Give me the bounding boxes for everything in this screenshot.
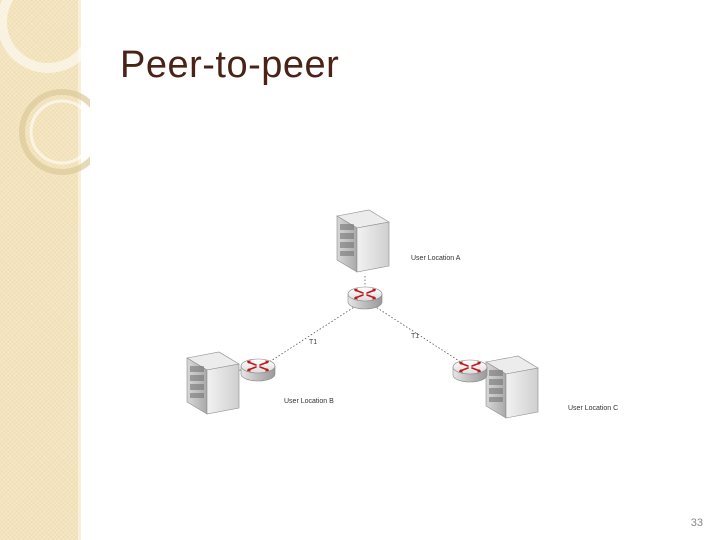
- server-location-c: [485, 355, 539, 419]
- server-location-b: [186, 351, 240, 415]
- decorative-rings: [0, 0, 90, 175]
- link-a-to-b: [259, 299, 366, 369]
- page-number: 33: [690, 517, 703, 529]
- router-location-b-icon: [240, 358, 276, 382]
- location-c-label: User Location C: [568, 405, 618, 412]
- router-location-a-icon: [347, 286, 383, 310]
- router-location-c-icon: [452, 359, 488, 383]
- slide-title: Peer-to-peer: [120, 44, 340, 86]
- server-location-a: [336, 209, 390, 273]
- link-a-c-label: T1: [411, 333, 419, 340]
- link-a-b-label: T1: [309, 339, 317, 346]
- location-a-label: User Location A: [411, 255, 461, 262]
- side-band-edge: [78, 0, 81, 540]
- location-b-label: User Location B: [284, 398, 334, 405]
